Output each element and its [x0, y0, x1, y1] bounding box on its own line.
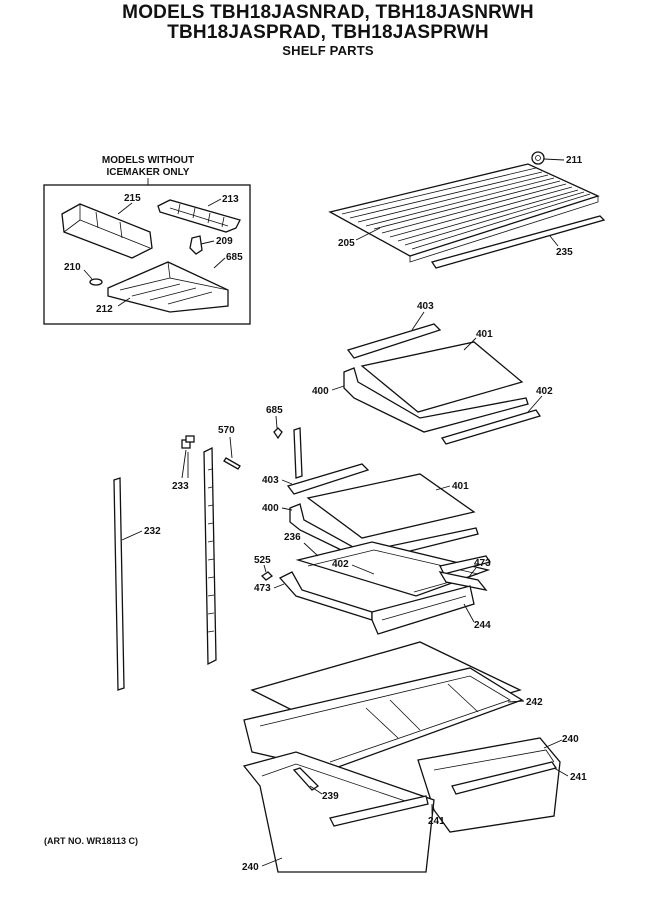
callout-473b: 473: [254, 583, 271, 594]
callout-235: 235: [556, 247, 573, 258]
icemaker-inset: MODELS WITHOUT ICEMAKER ONLY 215: [43, 155, 251, 325]
section-title: SHELF PARTS: [282, 43, 374, 58]
callout-400a: 400: [312, 386, 329, 397]
callout-233: 233: [172, 481, 189, 492]
part-239-divider: [292, 767, 320, 791]
part-236-shelf: [295, 541, 491, 597]
part-400-shelf-frame: [343, 367, 529, 433]
part-685-screw: [273, 427, 283, 440]
callout-240a: 240: [562, 734, 579, 745]
part-233-clip: [181, 435, 195, 449]
callout-473a: 473: [474, 558, 491, 569]
part-401-glass-2: [306, 473, 476, 539]
callout-685b: 685: [266, 405, 283, 416]
callout-402b: 402: [332, 559, 349, 570]
page-title: MODELS TBH18JASNRAD, TBH18JASNRWH: [122, 2, 534, 23]
part-473-slide-right: [438, 571, 488, 591]
callout-403b: 403: [262, 475, 279, 486]
part-212-bracket: [107, 261, 229, 313]
part-232-rail: [113, 477, 125, 691]
callout-239: 239: [322, 791, 339, 802]
callout-211: 211: [566, 155, 583, 166]
callout-210: 210: [64, 262, 81, 273]
callout-212: 212: [96, 304, 113, 315]
callout-209: 209: [216, 236, 233, 247]
callout-401b: 401: [452, 481, 469, 492]
slideout-shelf-assembly: [278, 541, 492, 635]
callout-402a: 402: [536, 386, 553, 397]
inset-title-line2: ICEMAKER ONLY: [107, 167, 190, 178]
part-525-screw: [260, 571, 274, 581]
part-210-screw: [89, 278, 103, 286]
callout-241b: 241: [428, 816, 445, 827]
part-242-crisper-cover: [243, 641, 524, 771]
callout-241a: 241: [570, 772, 587, 783]
part-213-ice-tray: [157, 199, 241, 233]
callout-213: 213: [222, 194, 239, 205]
callout-685a: 685: [226, 252, 243, 263]
callout-400b: 400: [262, 503, 279, 514]
callout-525: 525: [254, 555, 271, 566]
callout-240b: 240: [242, 862, 259, 873]
art-number: (ART NO. WR18113 C): [44, 836, 139, 846]
callout-205: 205: [338, 238, 355, 249]
callout-242: 242: [526, 697, 543, 708]
part-402-trim-2: [439, 555, 492, 575]
part-209-clip: [189, 235, 203, 255]
part-215-ice-bucket: [61, 203, 153, 259]
part-402-trim: [440, 409, 542, 445]
inset-title-line1: MODELS WITHOUT: [102, 155, 194, 166]
callout-215: 215: [124, 193, 141, 204]
part-400-shelf-frame-2: [289, 503, 479, 563]
upper-shelf-assembly: [343, 323, 542, 445]
part-211-cap: [531, 151, 545, 165]
part-235-trim: [430, 215, 606, 269]
part-240-drawer-right: [417, 737, 561, 833]
part-401-glass: [360, 341, 524, 413]
part-570-screw: [223, 457, 241, 470]
part-support-post: [293, 427, 303, 479]
callout-401a: 401: [476, 329, 493, 340]
callout-570: 570: [218, 425, 235, 436]
callout-236: 236: [284, 532, 301, 543]
middle-shelf-assembly: [286, 463, 479, 563]
page-subtitle-models: TBH18JASPRAD, TBH18JASPRWH: [167, 22, 489, 43]
part-403-frame-front: [346, 323, 442, 359]
callout-244: 244: [474, 620, 491, 631]
part-403-frame-front-2: [286, 463, 370, 495]
callout-232: 232: [144, 526, 161, 537]
part-244-bracket: [371, 585, 475, 635]
callout-403a: 403: [417, 301, 434, 312]
part-473-slide-left: [278, 571, 373, 621]
part-240-drawer-left: [242, 751, 435, 873]
shelf-ladder-rail: [203, 446, 217, 666]
part-205-wire-shelf: [328, 163, 600, 263]
